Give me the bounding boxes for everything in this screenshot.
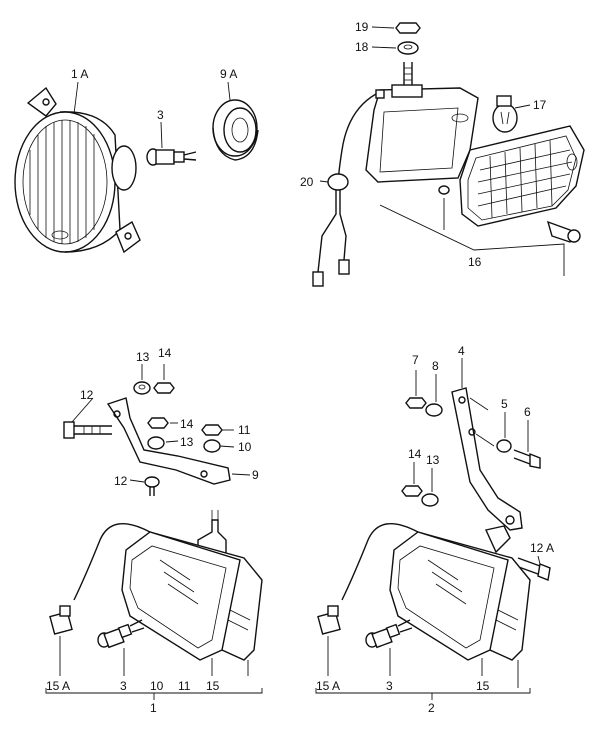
washer-13-mid — [147, 436, 165, 450]
washer-13-left — [133, 381, 151, 395]
callout-3-top: 3 — [157, 108, 164, 122]
bolt-12a — [515, 557, 551, 581]
fog-lamp-left — [121, 510, 263, 661]
callout-12a: 12 A — [530, 541, 554, 555]
gasket-16 — [438, 185, 450, 195]
reverse-lamp-housing — [365, 62, 479, 183]
callout-13-right: 13 — [426, 453, 440, 467]
callout-15a-right: 15 A — [316, 679, 340, 693]
washer-13-right — [421, 493, 439, 507]
callout-15a-left: 15 A — [46, 679, 70, 693]
leader-lines — [45, 26, 565, 700]
callout-18: 18 — [355, 40, 369, 54]
reverse-lamp-lens — [459, 125, 585, 227]
nut-14-right — [401, 485, 423, 497]
callout-3-left: 3 — [120, 679, 127, 693]
bracket-9 — [106, 397, 231, 485]
bulb-17 — [492, 95, 518, 133]
callout-13-mid: 13 — [180, 435, 194, 449]
fog-lamp-right — [389, 525, 531, 661]
nut-11 — [201, 424, 223, 436]
callout-15-right: 15 — [476, 679, 490, 693]
bulb-3-right — [365, 619, 413, 649]
callout-8: 8 — [432, 359, 439, 373]
callout-14-mid: 14 — [180, 417, 194, 431]
callout-1: 1 — [150, 701, 157, 715]
callout-14-left: 14 — [158, 346, 172, 360]
washer-18 — [397, 41, 419, 55]
bracket-4 — [451, 387, 523, 531]
callout-10-bottom: 10 — [150, 679, 164, 693]
callout-19: 19 — [355, 20, 369, 34]
washer-5 — [496, 439, 512, 453]
callout-12-mid: 12 — [114, 474, 128, 488]
callout-labels: 1 A 9 A 3 19 18 17 20 16 13 14 12 14 13 … — [46, 20, 554, 715]
cable-left — [49, 523, 151, 635]
nut-19 — [395, 22, 421, 34]
ring-9a — [212, 99, 259, 161]
bulb-3-top — [146, 148, 197, 166]
callout-4: 4 — [458, 344, 465, 358]
callout-20: 20 — [300, 175, 314, 189]
bulb-3-left — [97, 619, 145, 649]
screw-12-mid — [144, 476, 160, 496]
bolt-12-left — [63, 421, 112, 439]
callout-11-bottom: 11 — [178, 679, 191, 693]
washer-10 — [203, 439, 221, 453]
washer-8 — [425, 403, 443, 417]
nut-7 — [405, 397, 427, 409]
callout-11: 11 — [238, 423, 251, 437]
nut-14-mid — [147, 417, 169, 429]
callout-15-left: 15 — [206, 679, 220, 693]
callout-2: 2 — [428, 701, 435, 715]
screw-16 — [546, 220, 581, 243]
callout-9a: 9 A — [220, 67, 237, 81]
callout-5: 5 — [501, 397, 508, 411]
callout-17: 17 — [533, 98, 547, 112]
callout-12-left: 12 — [80, 388, 94, 402]
callout-10: 10 — [238, 440, 252, 454]
callout-16: 16 — [468, 255, 482, 269]
callout-6: 6 — [524, 405, 531, 419]
cable-grommet-20 — [312, 93, 377, 287]
nut-14-left — [153, 382, 175, 394]
callout-1a: 1 A — [71, 67, 88, 81]
callout-14-right: 14 — [408, 447, 422, 461]
cable-right — [317, 523, 419, 635]
callout-3-right: 3 — [386, 679, 393, 693]
round-lamp-1a — [14, 86, 141, 254]
callout-7: 7 — [412, 353, 419, 367]
callout-13-left: 13 — [136, 350, 150, 364]
callout-9: 9 — [252, 468, 259, 482]
bolt-6 — [513, 449, 541, 469]
